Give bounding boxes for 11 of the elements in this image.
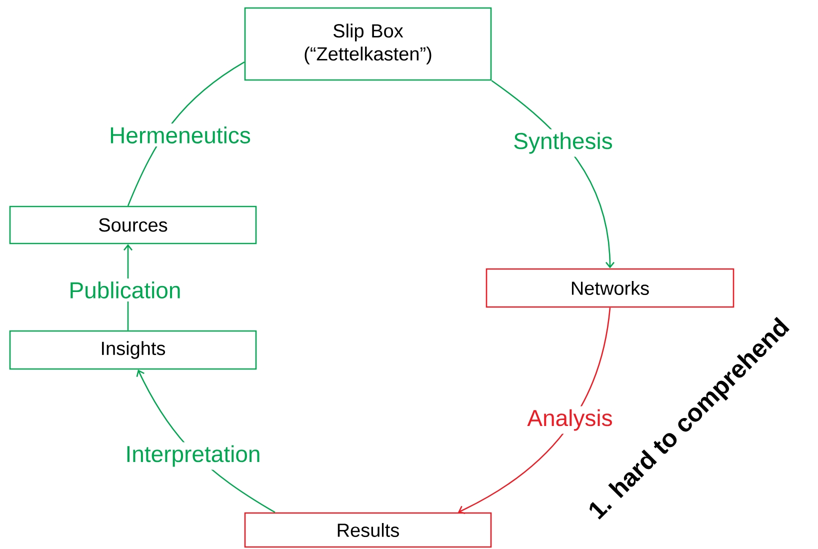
edge-label: Interpretation	[122, 442, 264, 470]
edge-label: Publication	[66, 278, 184, 302]
process-box: Slip Box (“Zettelkasten”)	[244, 7, 492, 81]
edge-label: Analysis	[524, 406, 616, 434]
edge-label: Synthesis	[510, 129, 616, 157]
edge-label: Hermeneutics	[106, 124, 254, 146]
process-box: Sources	[9, 206, 257, 244]
process-box: Networks	[486, 268, 734, 308]
process-box: Results	[244, 512, 492, 548]
process-box: Insights	[9, 330, 257, 370]
arrow	[458, 308, 611, 514]
